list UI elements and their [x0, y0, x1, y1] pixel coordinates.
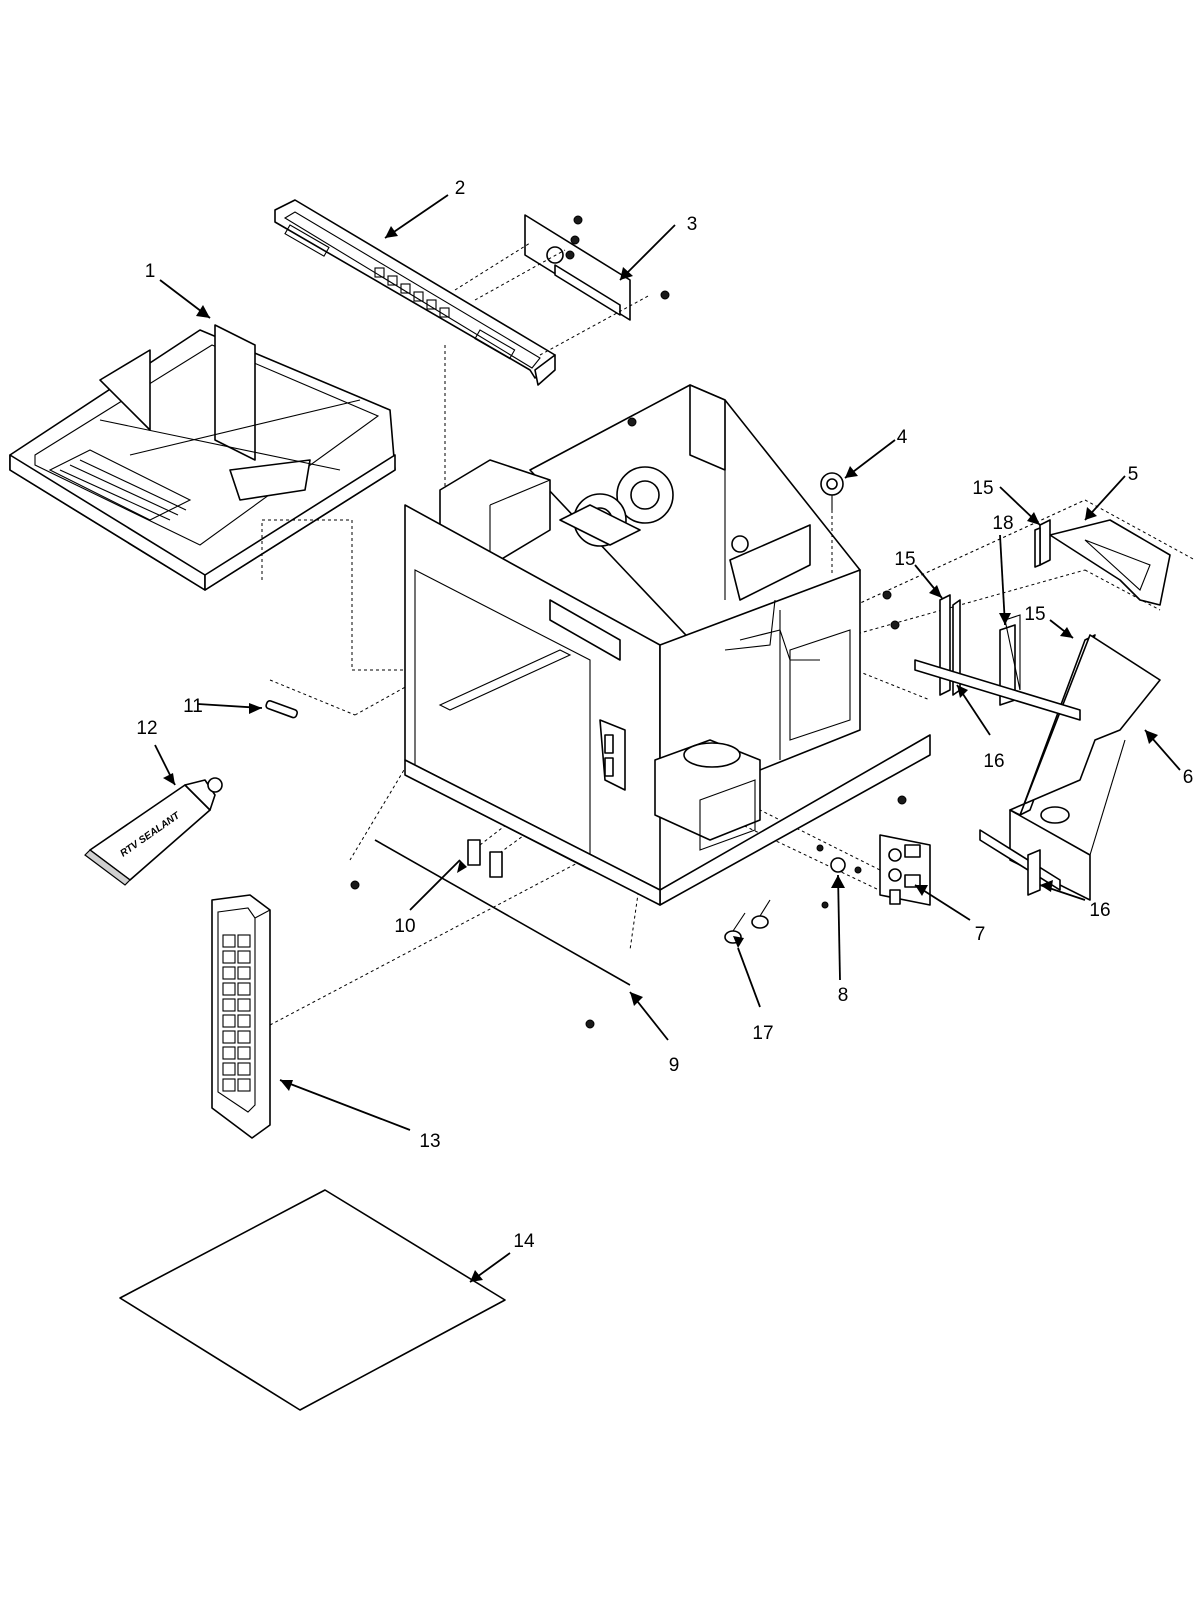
callout-2: 2 — [455, 178, 466, 199]
callout-12: 12 — [136, 718, 157, 739]
part-10-spacer-blocks — [467, 839, 503, 878]
leader-arrowheads — [163, 226, 1158, 1282]
keypad-key — [222, 934, 236, 948]
callout-4: 4 — [897, 427, 908, 448]
callout-18: 18 — [992, 513, 1013, 534]
part-4-clip — [731, 472, 844, 575]
callout-13: 13 — [419, 1131, 440, 1152]
callout-3: 3 — [687, 214, 698, 235]
keypad-key — [237, 1014, 251, 1028]
callout-5: 5 — [1128, 464, 1139, 485]
oven-chassis — [404, 384, 931, 906]
callout-16a: 16 — [983, 751, 1004, 772]
keypad-key — [237, 1062, 251, 1076]
part-5-air-guide — [1049, 519, 1171, 606]
part-9-rod — [350, 839, 631, 1029]
callout-10: 10 — [394, 916, 415, 937]
callout-8: 8 — [838, 985, 849, 1006]
callout-14: 14 — [513, 1231, 535, 1252]
callout-17: 17 — [752, 1023, 773, 1044]
callout-15b: 15 — [894, 549, 915, 570]
part-3-control-board — [524, 214, 670, 321]
keypad-key — [237, 982, 251, 996]
callout-6: 6 — [1183, 767, 1194, 788]
part-1-top-duct-cover — [9, 324, 396, 591]
keypad-key — [237, 934, 251, 948]
callout-15c: 15 — [1024, 604, 1045, 625]
keypad-key — [222, 1062, 236, 1076]
part-13-keypad-panel — [211, 894, 271, 1139]
keypad-key — [237, 1078, 251, 1092]
callout-11: 11 — [183, 696, 203, 717]
callout-labels: 1 2 3 4 5 6 7 8 9 10 11 12 13 14 15 15 1… — [136, 178, 1193, 1252]
keypad-key — [237, 950, 251, 964]
keypad-key — [222, 1078, 236, 1092]
keypad-key — [237, 998, 251, 1012]
part-11-pin — [265, 700, 299, 719]
keypad-key — [222, 1030, 236, 1044]
keypad-key — [237, 1046, 251, 1060]
keypad-key — [222, 1014, 236, 1028]
part-8-thermostat — [816, 844, 862, 909]
part-17-clips — [724, 899, 771, 944]
callout-16b: 16 — [1089, 900, 1110, 921]
callout-1: 1 — [145, 261, 156, 282]
callout-7: 7 — [975, 924, 986, 945]
part-16-insulation-strips — [914, 659, 1081, 896]
part-6-air-duct — [1009, 634, 1161, 901]
keypad-key — [222, 950, 236, 964]
keypad-key — [222, 982, 236, 996]
keypad-key — [237, 1030, 251, 1044]
part-12-rtv-sealant-tube: RTV SEALANT — [84, 777, 223, 886]
part-2-control-panel — [274, 199, 556, 386]
keypad-key — [222, 966, 236, 980]
part-14-sheet — [119, 1189, 506, 1411]
keypad-key — [222, 1046, 236, 1060]
keypad-key — [237, 966, 251, 980]
callout-9: 9 — [669, 1055, 680, 1076]
keypad-key — [222, 998, 236, 1012]
callout-15a: 15 — [972, 478, 993, 499]
